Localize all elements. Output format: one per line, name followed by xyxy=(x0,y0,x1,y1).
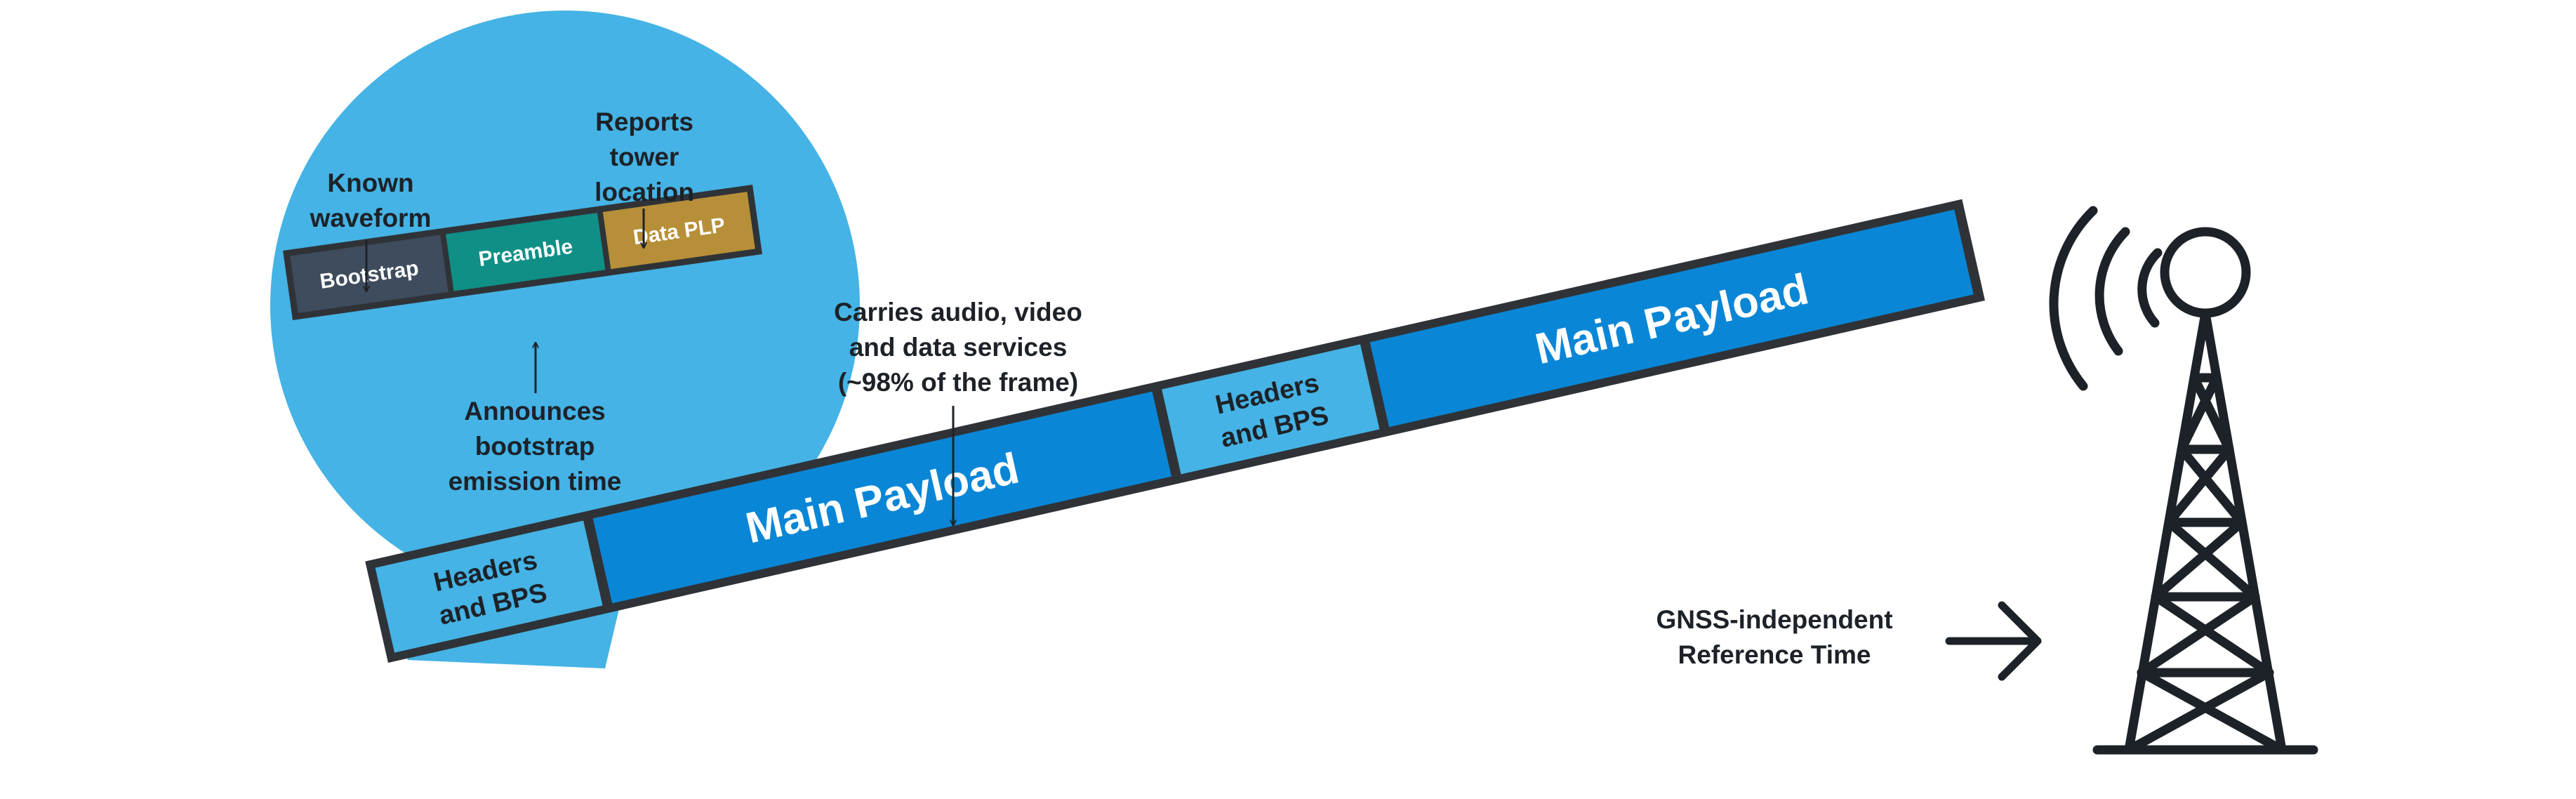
reports-tower-location-label: Reports tower location xyxy=(595,107,694,206)
annotation-line: emission time xyxy=(449,467,622,496)
broadcast-tower-icon xyxy=(2049,206,2318,755)
annotation-line: GNSS-independent xyxy=(1656,605,1892,634)
segment-fill xyxy=(592,391,1171,604)
annotation-line: tower xyxy=(610,143,679,171)
annotation-line: Carries audio, video xyxy=(834,298,1082,326)
segment-fill xyxy=(290,235,449,313)
known-waveform-label: Known waveform xyxy=(310,169,432,232)
announces-bootstrap-label: Announces bootstrap emission time xyxy=(449,397,622,496)
carries-services-label: Carries audio, video and data services (~9… xyxy=(834,298,1082,397)
annotation-line: waveform xyxy=(310,204,432,232)
annotation-line: and data services xyxy=(849,333,1068,362)
annotation-line: Announces xyxy=(464,397,605,425)
annotations: Known waveform Reports tower locationAnnounc… xyxy=(310,107,2042,681)
segment-fill xyxy=(1162,344,1380,475)
annotation-line: Reports xyxy=(595,107,693,136)
segment-fill xyxy=(602,192,755,270)
bubble-circle xyxy=(270,11,860,600)
annotation-line: (~98% of the frame) xyxy=(838,368,1078,397)
arrow-right-icon xyxy=(1945,601,2042,681)
annotation-line: location xyxy=(595,178,694,206)
segment-fill xyxy=(446,213,606,291)
annotation-line: Known xyxy=(327,169,413,197)
frame-segment-headers-bps: Headersand BPS xyxy=(1162,344,1380,475)
annotation-line: Reference Time xyxy=(1678,640,1871,669)
preamble-segment: Preamble xyxy=(446,213,606,291)
data-plp-segment: Data PLP xyxy=(602,192,755,270)
segment-fill xyxy=(375,520,603,653)
annotation-line: bootstrap xyxy=(475,432,595,461)
segment-fill xyxy=(1369,209,1974,428)
